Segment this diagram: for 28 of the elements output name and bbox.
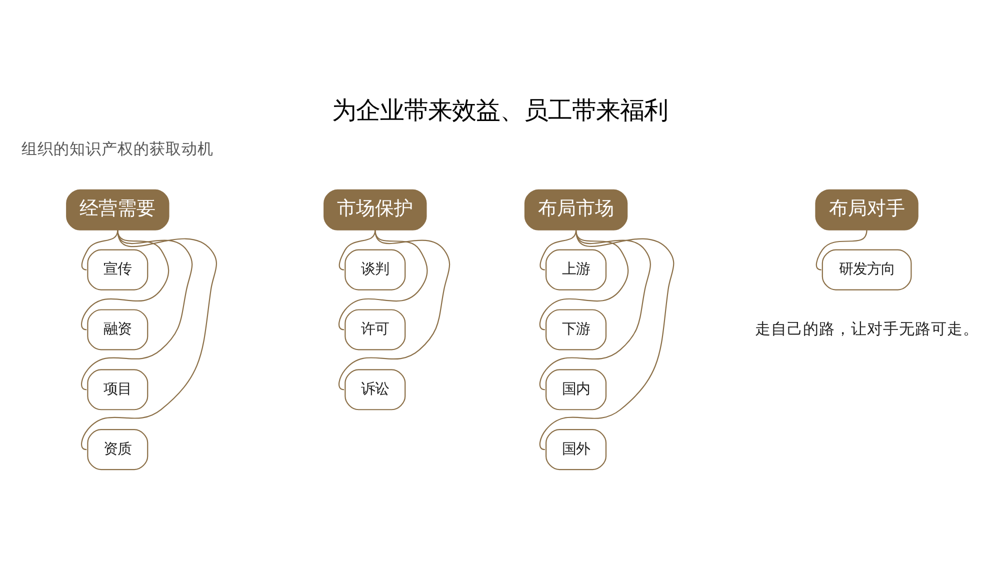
label: 组织的知识产权的获取动机	[22, 140, 214, 158]
connector	[539, 229, 651, 390]
node-box: 宣传	[87, 248, 148, 290]
node-box: 市场保护	[324, 188, 427, 230]
node-box: 项目	[87, 368, 148, 410]
node-box: 布局对手	[815, 188, 918, 230]
node-box: 下游	[546, 308, 607, 350]
label: 走自己的路，让对手无路可走。	[754, 319, 979, 338]
node-box: 布局市场	[524, 188, 628, 230]
connector	[338, 229, 450, 390]
node-box: 融资	[87, 308, 148, 350]
node-box: 上游	[546, 248, 607, 290]
connector	[539, 229, 674, 450]
node-box: 国内	[546, 368, 607, 410]
connector	[80, 229, 170, 330]
node-box: 国外	[546, 428, 607, 470]
node-box: 经营需要	[66, 188, 170, 230]
connector	[539, 229, 629, 330]
node-box: 诉讼	[344, 368, 406, 410]
connector	[81, 229, 193, 390]
connector	[540, 229, 577, 270]
node-box: 资质	[87, 428, 148, 470]
diagram-title: 为企业带来效益、员工带来福利	[332, 94, 668, 124]
node-box: 谈判	[344, 248, 406, 290]
connector	[816, 229, 868, 270]
connector	[81, 229, 217, 450]
node-box: 许可	[344, 308, 406, 350]
node-box: 研发方向	[822, 248, 912, 290]
